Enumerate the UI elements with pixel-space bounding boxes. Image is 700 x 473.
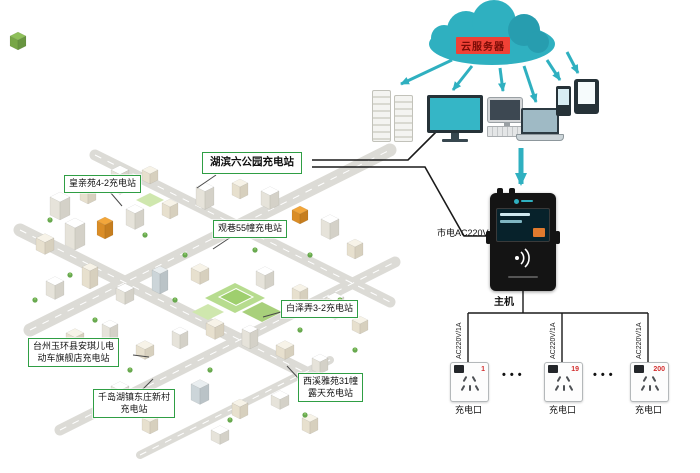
station-label-xixi-yayuan: 西溪雅苑31幢 露天充电站 <box>298 373 364 403</box>
controller-mount-tab <box>555 231 560 244</box>
station-label-qiandaohu: 千岛湖镇东庄新村 充电站 <box>93 389 176 419</box>
charging-outlet-200: 200 <box>630 362 669 402</box>
charging-outlet-1: 1 <box>450 362 489 402</box>
host-label: 主机 <box>494 297 514 308</box>
tablet-icon <box>574 79 599 114</box>
socket-holes <box>545 375 582 383</box>
arrow-cloud-to-desktop <box>497 67 506 92</box>
outlet-display <box>548 365 558 373</box>
controller-antenna <box>509 188 515 193</box>
controller-screen <box>496 208 550 242</box>
outlet-display <box>634 365 644 373</box>
cloud-icon <box>429 0 555 65</box>
arrow-cloud-to-tablet <box>565 51 580 74</box>
station-connector-lines <box>109 174 301 392</box>
port-caption: 充电口 <box>634 405 662 415</box>
desktop-computer-icon <box>487 98 525 137</box>
port-caption: 充电口 <box>548 405 576 415</box>
ellipsis: ••• <box>502 369 526 381</box>
contactless-icon <box>515 248 530 268</box>
outlet-display <box>454 365 464 373</box>
port-caption: 充电口 <box>454 405 482 415</box>
station-label-hubin-park: 湖滨六公园充电站 <box>202 152 302 174</box>
arrow-cloud-to-phone <box>545 59 562 81</box>
arrow-cloud-to-laptop <box>522 65 538 103</box>
outlet-number: 1 <box>481 366 485 373</box>
controller-footer-mark <box>508 276 538 278</box>
controller-antenna <box>497 188 503 193</box>
station-label-baizenong: 白泽弄3-2充电站 <box>281 300 359 318</box>
socket-holes <box>451 375 488 383</box>
station-label-huangqinyuan: 皇亲苑4-2充电站 <box>64 175 142 193</box>
server-rack-icon <box>372 90 413 142</box>
ellipsis: ••• <box>593 369 617 381</box>
laptop-icon <box>516 108 564 141</box>
outlet-number: 200 <box>653 366 665 373</box>
mains-power-label: 市电AC220V <box>437 228 489 238</box>
wire-label-to-monitor <box>312 131 437 161</box>
socket-holes <box>631 375 668 383</box>
monitor-icon <box>427 95 483 142</box>
station-label-guanxiang: 观巷55幢充电站 <box>213 220 288 238</box>
outlet-number: 19 <box>571 366 579 373</box>
server-tower-icon <box>394 95 413 142</box>
controller-logo <box>490 196 556 206</box>
wire-voltage-label: AC220V/1A <box>636 322 643 359</box>
smartphone-icon <box>556 86 571 116</box>
station-label-taizhou-yuhuan: 台州玉环县安琪儿电 动车旗舰店充电站 <box>28 338 120 368</box>
charging-controller <box>486 188 560 291</box>
arrow-cloud-to-servers <box>400 58 453 86</box>
controller-mount-tab <box>486 231 491 244</box>
wire-controller-to-outlets <box>467 291 649 362</box>
charging-outlet-19: 19 <box>544 362 583 402</box>
server-tower-icon <box>372 90 391 142</box>
wire-voltage-label: AC220V/1A <box>456 322 463 359</box>
wire-voltage-label: AC220V/1A <box>550 322 557 359</box>
arrow-cloud-to-monitor <box>451 65 474 91</box>
cloud-server-label: 云服务器 <box>456 37 510 54</box>
wire-mains-to-controller <box>312 166 489 237</box>
